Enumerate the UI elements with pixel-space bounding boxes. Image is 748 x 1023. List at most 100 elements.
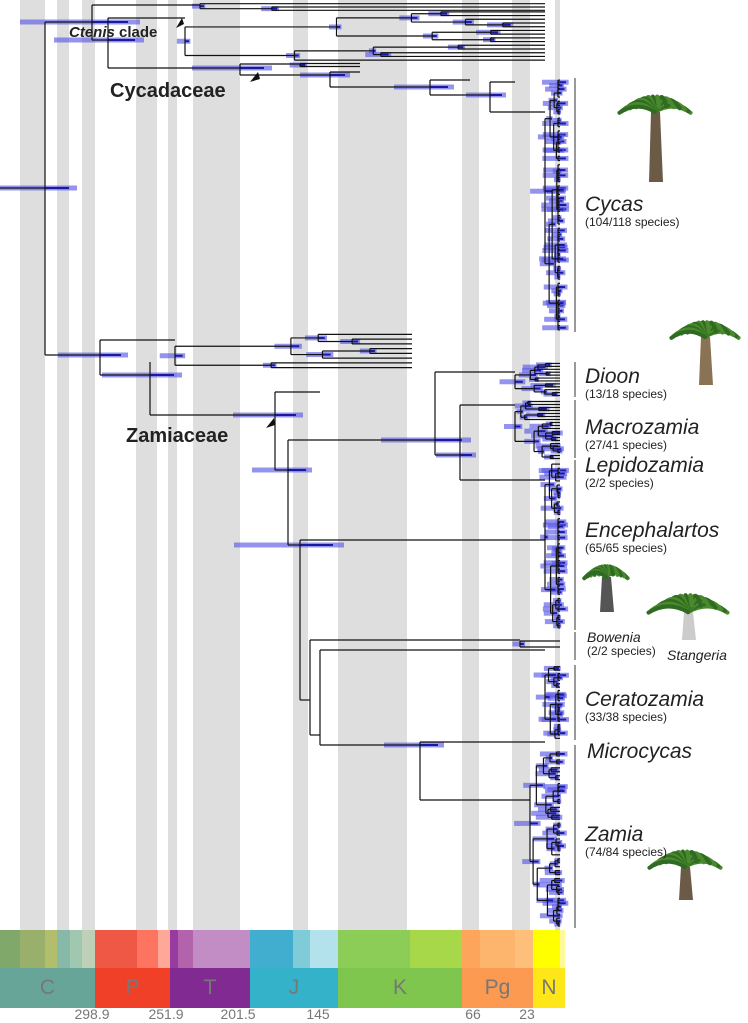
hpd-bar bbox=[542, 325, 569, 331]
genus-bowenia: Bowenia(2/2 species) bbox=[587, 630, 656, 658]
time-stripe bbox=[512, 0, 530, 930]
stage-band bbox=[45, 930, 57, 968]
stage-band bbox=[533, 930, 560, 968]
age-label: 201.5 bbox=[220, 1006, 256, 1022]
genus-name: Encephalartos bbox=[585, 519, 720, 542]
time-stripe bbox=[462, 0, 479, 930]
frond bbox=[669, 329, 707, 340]
hpd-bar bbox=[553, 493, 561, 499]
hpd-bar bbox=[543, 568, 568, 574]
geologic-timescale bbox=[0, 930, 565, 968]
species-count: (33/38 species) bbox=[585, 710, 668, 724]
time-stripe bbox=[82, 0, 95, 930]
hpd-bar bbox=[551, 232, 563, 238]
cycadaceae-label: Cycadaceae bbox=[110, 80, 226, 102]
age-label: 23 bbox=[519, 1006, 535, 1022]
ctenis-italic: Ctenis bbox=[69, 24, 115, 41]
genus-macrozamia: Macrozamia(27/41 species) bbox=[585, 417, 699, 452]
time-stripe bbox=[57, 0, 69, 930]
cycas-plant-icon bbox=[617, 94, 693, 182]
period-pg: Pg bbox=[462, 968, 533, 1008]
time-stripe bbox=[555, 0, 560, 930]
stage-band bbox=[70, 930, 82, 968]
frond bbox=[617, 104, 657, 115]
time-stripe bbox=[136, 0, 157, 930]
genus-zamia: Zamia(74/84 species) bbox=[585, 824, 667, 859]
hpd-bar bbox=[553, 846, 561, 852]
trunk bbox=[682, 612, 696, 640]
hpd-bar bbox=[542, 900, 569, 906]
hpd-bar bbox=[543, 284, 568, 290]
trunk bbox=[649, 112, 663, 182]
zamiaceae-arrow-icon bbox=[266, 418, 275, 428]
genus-name: Dioon bbox=[585, 365, 640, 388]
frond bbox=[647, 859, 687, 870]
species-count: (27/41 species) bbox=[585, 438, 668, 452]
zamiaceae-label: Zamiaceae bbox=[126, 425, 229, 447]
stage-band bbox=[293, 930, 310, 968]
genus-name: Ceratozamia bbox=[585, 688, 705, 711]
stage-band bbox=[158, 930, 170, 968]
trunk bbox=[679, 867, 693, 900]
time-stripes bbox=[20, 0, 560, 930]
hpd-bar bbox=[547, 218, 565, 224]
period-n: N bbox=[533, 968, 565, 1008]
hpd-bar bbox=[547, 236, 566, 242]
stage-band bbox=[560, 930, 565, 968]
genus-lepidozamia: Lepidozamia(2/2 species) bbox=[585, 455, 704, 490]
genus-name: Macrozamia bbox=[585, 416, 700, 439]
time-stripe bbox=[338, 0, 407, 930]
hpd-bar bbox=[504, 423, 523, 429]
stage-band bbox=[480, 930, 515, 968]
hpd-bar bbox=[542, 172, 569, 178]
hpd-bar bbox=[551, 589, 563, 595]
genus-cycas: Cycas(104/118 species) bbox=[585, 194, 680, 229]
period-p: P bbox=[95, 968, 170, 1008]
age-label: 66 bbox=[465, 1006, 481, 1022]
hpd-bar bbox=[499, 379, 526, 385]
stangeria-plant-icon bbox=[646, 593, 730, 640]
stage-band bbox=[338, 930, 410, 968]
hpd-bar bbox=[545, 519, 567, 525]
hpd-bar bbox=[535, 694, 552, 700]
trunk bbox=[699, 337, 713, 385]
tree-branches bbox=[0, 3, 560, 927]
genus-name: Zamia bbox=[585, 823, 644, 846]
age-label: 298.9 bbox=[74, 1006, 110, 1022]
species-count: (13/18 species) bbox=[585, 387, 668, 401]
genus-encephalartos: Encephalartos(65/65 species) bbox=[585, 520, 719, 555]
hpd-bar bbox=[553, 291, 561, 297]
period-c: C bbox=[0, 968, 95, 1008]
hpd-bar bbox=[541, 79, 569, 85]
hpd-bar bbox=[552, 215, 562, 221]
dioon-plant-icon bbox=[669, 320, 741, 385]
species-count: (74/84 species) bbox=[585, 845, 668, 859]
hpd-bar bbox=[544, 316, 568, 322]
frond bbox=[582, 570, 608, 581]
hpd-bar bbox=[552, 117, 562, 123]
stage-band bbox=[462, 930, 480, 968]
stage-band bbox=[170, 930, 178, 968]
time-stripe bbox=[193, 0, 240, 930]
hpd-bar bbox=[544, 227, 568, 233]
trunk bbox=[600, 577, 614, 612]
species-count: (2/2 species) bbox=[585, 476, 654, 490]
hpd-bar bbox=[540, 534, 549, 540]
ctenis-rest: clade bbox=[114, 24, 158, 41]
hpd-bar bbox=[542, 100, 569, 106]
hpd-bar bbox=[289, 62, 307, 68]
genus-name: Lepidozamia bbox=[585, 454, 705, 477]
stage-band bbox=[193, 930, 250, 968]
stage-band bbox=[515, 930, 533, 968]
stage-band bbox=[82, 930, 95, 968]
hpd-bar bbox=[512, 641, 526, 647]
stage-band bbox=[410, 930, 462, 968]
zamia-plant-icon bbox=[647, 849, 723, 900]
stage-band bbox=[0, 930, 20, 968]
genus-name: Bowenia bbox=[587, 629, 641, 645]
hpd-bar bbox=[530, 188, 555, 194]
stage-band bbox=[95, 930, 137, 968]
ctenis-arrow-icon bbox=[176, 18, 184, 28]
cycadaceae-arrow-icon bbox=[250, 72, 260, 82]
